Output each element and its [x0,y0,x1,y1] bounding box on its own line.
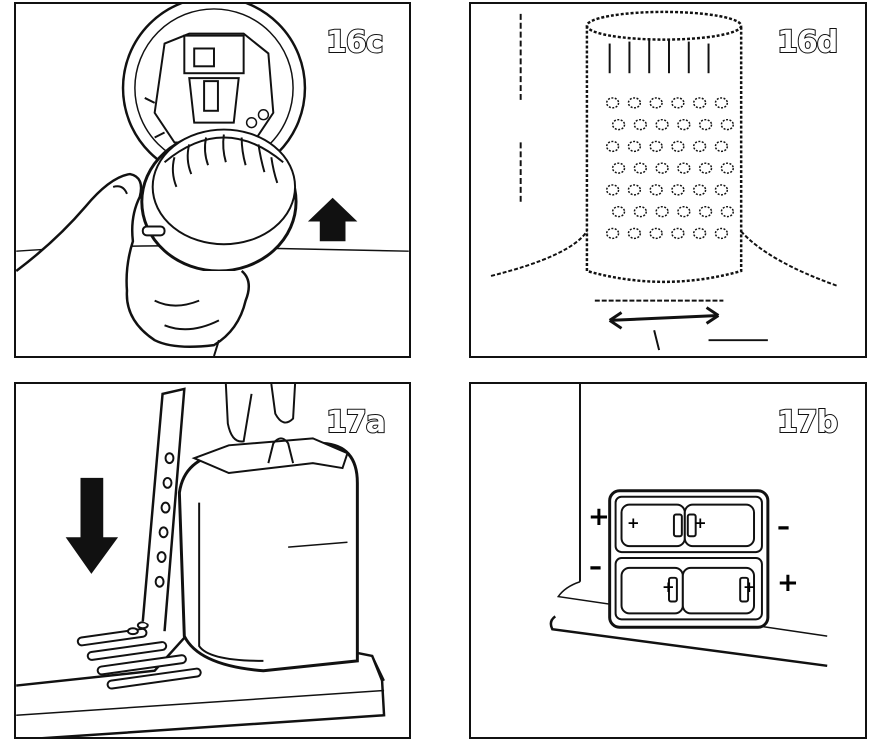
arrow-down-icon [65,477,119,574]
panel-16d: 16d [469,2,867,358]
battery-plus-mark: + [743,578,756,596]
arrow-up-icon [307,197,358,242]
vent-slots [76,621,202,690]
illustration-insert-tank [16,384,386,737]
polarity-minus-label: – [589,552,602,582]
battery-bottom-row [620,566,756,615]
polarity-plus-label: + [588,502,610,532]
illustration-remove-filter-cap [16,4,409,356]
illustration-filter-cylinder [490,10,838,351]
step-label: 16d [776,25,839,60]
water-tank [177,441,359,673]
step-label: 17a [325,405,387,440]
panel-16c: 16c [14,2,411,358]
panel-17b: + + + + + – – + 17b [469,382,867,739]
filter-cylinder-top [585,10,743,41]
battery-plus-mark: + [694,514,707,532]
panel-17a: 17a [14,382,411,739]
battery-plus-mark: + [627,514,640,532]
battery-plus-mark: + [662,578,675,596]
step-label: 16c [325,25,385,60]
battery-top-row [620,503,756,548]
filter-mesh [605,97,734,240]
polarity-minus-label: – [777,512,790,542]
illustration-battery-compartment [549,384,828,668]
step-label: 17b [776,405,839,440]
polarity-plus-label: + [777,568,799,598]
